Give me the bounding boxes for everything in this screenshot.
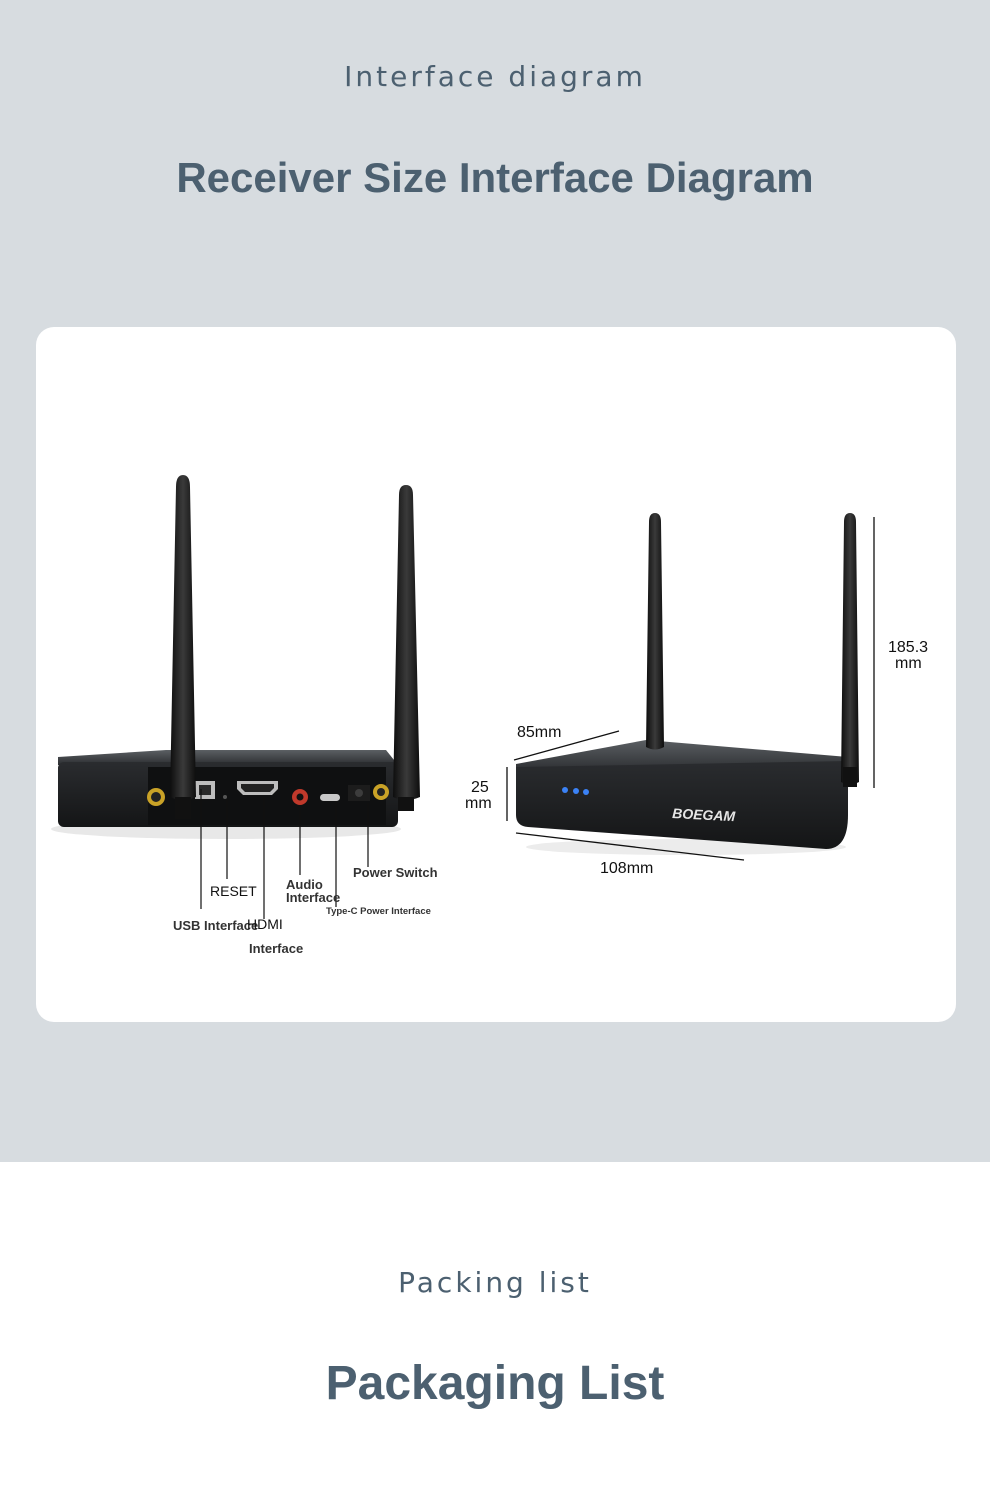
reset-label: RESET xyxy=(210,883,257,899)
antenna-front-left xyxy=(646,513,664,750)
width-dimension: 108mm xyxy=(600,860,653,877)
receiver-diagram: RESET USB Interface HDMI Interface Audio… xyxy=(51,475,928,956)
section-subtitle: Interface diagram xyxy=(344,60,646,93)
height-dimension-unit: mm xyxy=(465,795,492,812)
height-dimension-value: 25 xyxy=(471,779,489,796)
hdmi-label: HDMI xyxy=(247,916,283,932)
packing-title: Packaging List xyxy=(325,1357,665,1410)
diagram-card: RESET USB Interface HDMI Interface Audio… xyxy=(36,327,956,1022)
section-title: Receiver Size Interface Diagram xyxy=(176,154,814,201)
antenna-left xyxy=(170,475,196,819)
led-1 xyxy=(562,787,568,793)
depth-dimension: 85mm xyxy=(517,724,561,741)
antenna-height-unit: mm xyxy=(895,655,922,672)
audio-interface-label: Interface xyxy=(286,890,340,905)
led-3 xyxy=(583,789,589,795)
antenna-front-right xyxy=(841,513,859,787)
led-2 xyxy=(573,788,579,794)
audio-label: Audio xyxy=(286,877,323,892)
type-c-port xyxy=(320,794,340,801)
brand-logo: BOEGAM xyxy=(672,805,736,824)
reset-hole xyxy=(223,795,227,799)
front-device: BOEGAM xyxy=(506,513,875,861)
usb-interface-label: USB Interface xyxy=(173,918,258,933)
antenna-height-value: 185.3 xyxy=(888,639,928,656)
antenna-right xyxy=(393,485,420,811)
rear-device xyxy=(51,475,420,919)
hdmi-interface-label: Interface xyxy=(249,941,303,956)
power-switch-label: Power Switch xyxy=(353,865,438,880)
packing-subtitle: Packing list xyxy=(398,1266,592,1299)
type-c-power-label: Type-C Power Interface xyxy=(326,906,431,917)
